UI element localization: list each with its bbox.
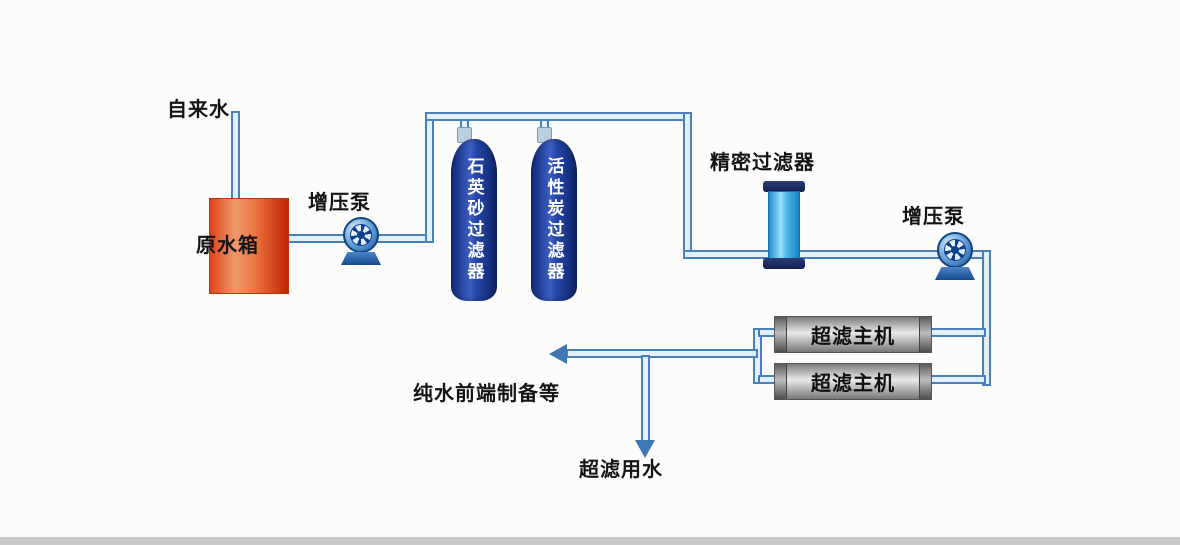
pipe-tank-to-pump	[285, 234, 347, 243]
tap-water-label: 自来水	[167, 99, 230, 121]
activated-carbon-filter-tank: 活性炭过滤器	[531, 139, 577, 301]
pipe-tap-water-down	[231, 111, 240, 206]
activated-carbon-filter-label: 活性炭过滤器	[544, 157, 564, 283]
pipe-down-branch	[641, 355, 650, 443]
pump-base	[935, 267, 975, 280]
quartz-sand-filter-label: 石英砂过滤器	[464, 157, 484, 283]
precision-filter-body	[768, 191, 800, 259]
precision-filter-label: 精密过滤器	[710, 152, 815, 174]
uf-main-unit-bottom: 超滤主机	[774, 363, 932, 400]
uf-unit-bottom-label: 超滤主机	[811, 373, 895, 395]
raw-water-tank	[209, 198, 289, 294]
precision-filter-unit	[763, 181, 805, 269]
pump-base	[341, 252, 381, 265]
pipe-right-down	[982, 250, 991, 386]
booster-pump-left-icon	[341, 217, 381, 266]
uf-main-unit-top: 超滤主机	[774, 316, 932, 353]
down-arrow-icon	[635, 440, 655, 458]
uf-unit-top-label: 超滤主机	[811, 326, 895, 348]
pump-housing-icon	[343, 217, 379, 253]
pump-hub-icon	[951, 246, 959, 254]
pipe-riser	[425, 112, 434, 243]
precision-filter-bottom-cap	[763, 258, 805, 269]
pipe-uf1-right-stub	[928, 328, 986, 337]
left-arrow-icon	[549, 344, 567, 364]
booster-pump-right-icon	[935, 232, 975, 281]
booster-pump-left-label: 增压泵	[308, 192, 371, 214]
pipe-right-drop	[683, 112, 692, 259]
booster-pump-right-label: 增压泵	[902, 206, 965, 228]
raw-water-tank-label: 原水箱	[196, 235, 259, 257]
pipe-output-run	[566, 349, 758, 358]
pure-water-output-label: 纯水前端制备等	[413, 383, 560, 405]
quartz-sand-filter-tank: 石英砂过滤器	[451, 139, 497, 301]
precision-filter-top-cap	[763, 181, 805, 192]
pump-hub-icon	[357, 231, 365, 239]
uf-water-output-label: 超滤用水	[579, 459, 663, 481]
pipe-uf2-right-stub	[928, 375, 986, 384]
bottom-border-strip	[0, 537, 1180, 545]
pump-housing-icon	[937, 232, 973, 268]
